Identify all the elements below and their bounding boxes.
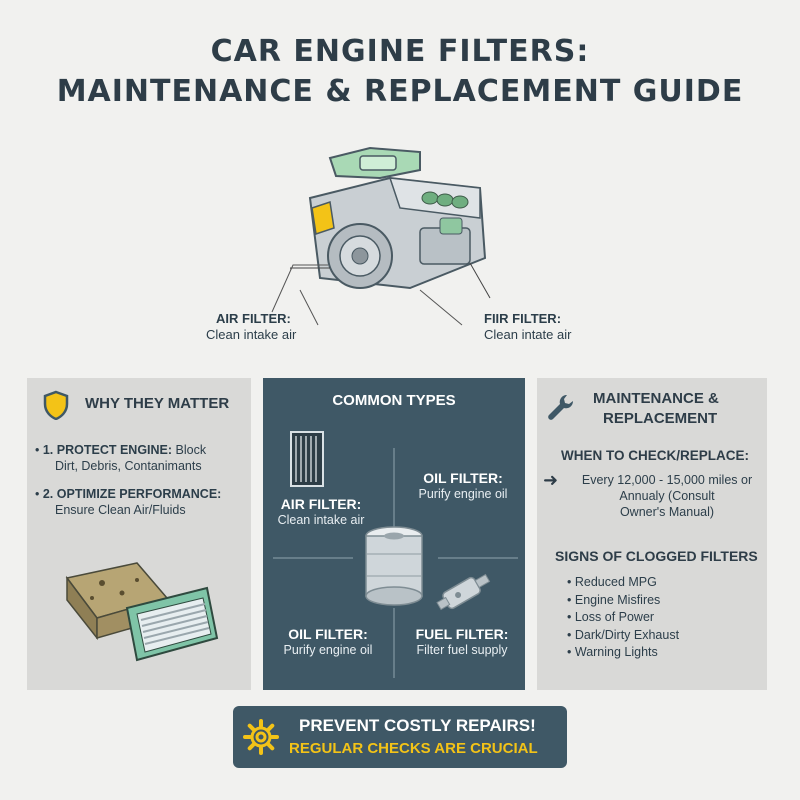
hero-callout-right-text: Clean intate air: [484, 327, 572, 342]
banner-line1: PREVENT COSTLY REPAIRS!: [299, 716, 536, 735]
arrow-right-icon: ➜: [543, 470, 559, 490]
gear-icon: [243, 719, 279, 755]
why-item-1-bold: 1. PROTECT ENGINE:: [42, 443, 173, 457]
page-title-line1: CAR ENGINE FILTERS:: [210, 34, 590, 69]
banner-line2: REGULAR CHECKS ARE CRUCIAL: [289, 740, 538, 757]
list-item: • Reduced MPG: [567, 575, 657, 589]
why-panel: WHY THEY MATTER • 1. PROTECT ENGINE: Blo…: [27, 378, 251, 690]
list-item: • Engine Misfires: [567, 592, 661, 607]
shield-icon: [43, 390, 69, 420]
when-line-1: Every 12,000 - 15,000 miles or: [581, 473, 753, 487]
signs-heading: SIGNS OF CLOGGED FILTERS: [555, 548, 758, 564]
cta-banner: PREVENT COSTLY REPAIRS! REGULAR CHECKS A…: [233, 706, 567, 768]
type-air-heading: AIR FILTER:: [280, 496, 362, 512]
hero-callout-left-text: Clean intake air: [206, 327, 297, 342]
why-item-1: • 1. PROTECT ENGINE: Block Dirt, Debris,…: [35, 442, 249, 474]
type-oil-bottom: OIL FILTER: Purify engine oil: [269, 626, 387, 658]
page-title-line2: MAINTENANCE & REPLACEMENT GUIDE: [56, 74, 744, 109]
list-item: • Warning Lights: [567, 645, 658, 659]
why-item-1-rest: Block: [175, 443, 207, 457]
hero-callout-right: FIIR FILTER: Clean intate air: [484, 311, 571, 343]
types-heading: COMMON TYPES: [332, 392, 456, 409]
hero-callout-right-heading: FIIR FILTER:: [484, 311, 562, 326]
filter-samples-illustration: [65, 562, 219, 662]
type-oil-bottom-heading: OIL FILTER:: [288, 626, 368, 642]
when-line-3: Owner's Manual): [619, 505, 715, 519]
maintenance-panel: MAINTENANCE & REPLACEMENT WHEN TO CHECK/…: [537, 378, 767, 690]
why-item-2: • 2. OPTIMIZE PERFORMANCE: Ensure Clean …: [35, 486, 249, 518]
type-oil-top: OIL FILTER: Purify engine oil: [411, 470, 515, 502]
why-item-2-line2: Ensure Clean Air/Fluids: [55, 503, 186, 517]
type-fuel-text: Filter fuel supply: [416, 643, 508, 657]
engine-illustration: [290, 146, 491, 299]
why-item-2-bold: 2. OPTIMIZE PERFORMANCE:: [42, 487, 222, 501]
type-fuel: FUEL FILTER: Filter fuel supply: [403, 626, 521, 658]
type-oil-top-heading: OIL FILTER:: [423, 470, 503, 486]
maintenance-heading-line2: REPLACEMENT: [603, 410, 718, 427]
wrench-icon: [548, 394, 574, 420]
signs-list: • Reduced MPG • Engine Misfires • Loss o…: [567, 574, 757, 662]
air-filter-icon: [290, 431, 324, 487]
types-divider-lines: [273, 448, 518, 678]
why-heading: WHY THEY MATTER: [85, 395, 230, 412]
list-item: • Dark/Dirty Exhaust: [567, 627, 680, 642]
why-item-1-line2: Dirt, Debris, Contanimants: [55, 459, 202, 473]
list-item: • Loss of Power: [567, 610, 655, 624]
fuel-filter-icon: [436, 573, 491, 611]
type-air: AIR FILTER: Clean intake air: [269, 496, 373, 528]
type-oil-top-text: Purify engine oil: [418, 487, 508, 501]
hero-callout-left: AIR FILTER: Clean intake air: [206, 311, 296, 343]
types-panel: COMMON TYPES AIR FILTER: Clean intake ai…: [263, 378, 525, 690]
when-heading: WHEN TO CHECK/REPLACE:: [561, 448, 750, 463]
hero-callout-left-heading: AIR FILTER:: [216, 311, 291, 326]
maintenance-heading-line1: MAINTENANCE &: [593, 390, 719, 407]
type-oil-bottom-text: Purify engine oil: [283, 643, 373, 657]
type-air-text: Clean intake air: [277, 513, 365, 527]
when-line-2: Annualy (Consult: [619, 489, 715, 503]
when-text: Every 12,000 - 15,000 miles or Annualy (…: [569, 472, 765, 520]
type-fuel-heading: FUEL FILTER:: [415, 626, 509, 642]
oil-filter-icon: [365, 526, 423, 606]
